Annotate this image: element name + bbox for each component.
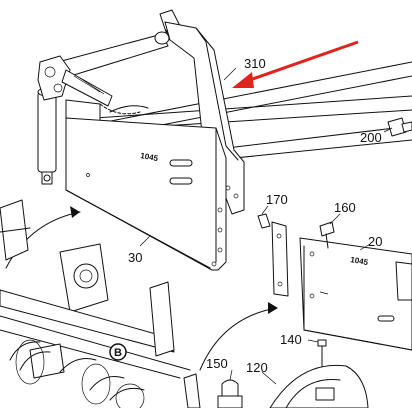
curved-arrows bbox=[5, 206, 278, 371]
callout-150: 150 bbox=[206, 356, 228, 371]
harrow-frame-assembly bbox=[0, 199, 201, 408]
panel-stamp-left: 1045 bbox=[140, 151, 160, 163]
leader-lines bbox=[139, 67, 393, 385]
upper-link-arm bbox=[57, 9, 181, 79]
callout-170: 170 bbox=[266, 192, 288, 207]
detail-badge-letter: B bbox=[114, 347, 122, 359]
callout-310: 310 bbox=[244, 56, 266, 71]
callout-30: 30 bbox=[128, 250, 142, 265]
detail-badge: B bbox=[109, 343, 127, 361]
side-plate-20 bbox=[299, 237, 412, 351]
callout-160: 160 bbox=[334, 200, 356, 215]
pointer-arrow bbox=[232, 40, 359, 88]
callout-140: 140 bbox=[280, 332, 302, 347]
callout-20: 20 bbox=[368, 234, 382, 249]
fitting-200 bbox=[387, 117, 412, 137]
panel-stamp-right: 1045 bbox=[350, 255, 370, 267]
bolt-160 bbox=[319, 221, 335, 249]
callout-120: 120 bbox=[246, 360, 268, 375]
mounting-plate-30 bbox=[65, 117, 227, 271]
dome-shield-120 bbox=[269, 364, 369, 408]
knob-150 bbox=[217, 379, 243, 408]
hydraulic-cylinder bbox=[37, 55, 149, 185]
callout-200: 200 bbox=[360, 130, 382, 145]
strip-bracket-170 bbox=[257, 213, 289, 297]
